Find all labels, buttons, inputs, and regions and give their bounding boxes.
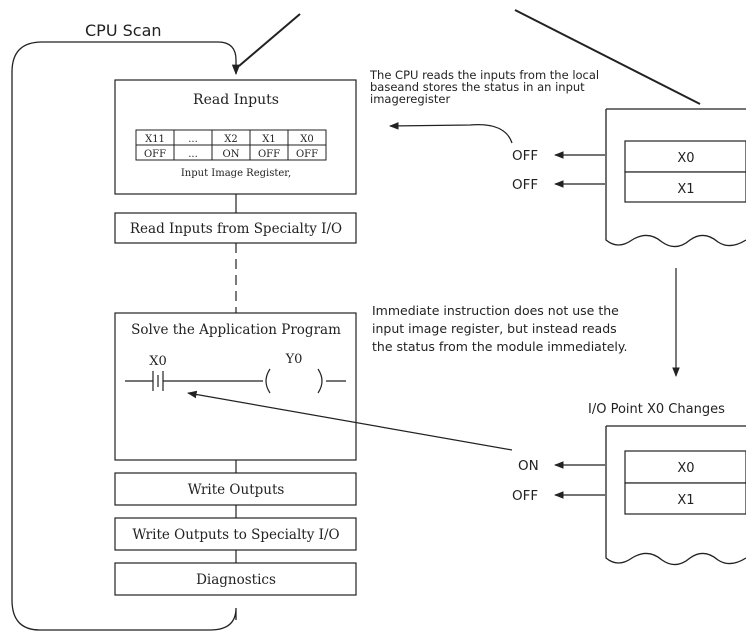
immediate-read-arrow [187, 390, 513, 451]
bottom-module-point: X1 [677, 493, 694, 508]
register-caption: Input Image Register, [181, 168, 291, 179]
register-value: ON [223, 149, 240, 160]
input-image-register [135, 129, 327, 161]
top-module-point: X1 [677, 182, 694, 197]
ladder-rung [125, 368, 346, 394]
write-specialty-label: Write Outputs to Specialty I/O [132, 527, 339, 543]
register-header: X2 [224, 134, 237, 145]
bottom-module-x0-slot [624, 450, 746, 484]
register-value: OFF [258, 149, 280, 160]
read-inputs-title: Read Inputs [193, 92, 279, 108]
top-state: OFF [512, 177, 538, 193]
register-header: ... [188, 134, 198, 145]
top-module-point: X0 [677, 151, 694, 166]
contact-label: X0 [149, 354, 167, 369]
diagnostics-label: Diagnostics [196, 572, 276, 588]
top-state: OFF [512, 148, 538, 164]
bottom-state: ON [518, 458, 539, 474]
cpu-scan-label: CPU Scan [85, 21, 162, 40]
bottom-module-housing [605, 425, 746, 566]
register-header: X11 [145, 134, 165, 145]
immediate-note: Immediate instruction does not use the [372, 303, 619, 318]
diagnostics-box [114, 562, 357, 596]
read-specialty-box [114, 212, 357, 244]
perspective-line-right [514, 9, 701, 105]
read-inputs-box [114, 79, 357, 195]
cpu-reads-note: imageregister [370, 92, 450, 106]
bottom-module-title: I/O Point X0 Changes [588, 402, 725, 417]
register-header: X0 [300, 134, 313, 145]
top-module-housing [605, 108, 746, 248]
immediate-note: the status from the module immediately. [372, 339, 627, 354]
cpu-reads-note: baseand stores the status in an input [370, 80, 585, 94]
top-module-x0-slot [624, 140, 746, 173]
register-value: ... [188, 149, 198, 160]
read-specialty-label: Read Inputs from Specialty I/O [130, 221, 342, 237]
write-outputs-box [114, 472, 357, 506]
register-header: X1 [262, 134, 275, 145]
register-value: OFF [296, 149, 318, 160]
bottom-module-point: X0 [677, 461, 694, 476]
solve-program-box [114, 312, 357, 461]
cpu-reads-arrow [389, 122, 513, 144]
immediate-note: input image register, but instead reads [372, 321, 617, 336]
write-outputs-label: Write Outputs [188, 482, 285, 498]
write-specialty-box [114, 517, 357, 551]
cpu-scan-loop [11, 41, 241, 631]
solve-program-label: Solve the Application Program [131, 322, 341, 338]
coil-label: Y0 [285, 352, 303, 367]
register-value: OFF [144, 149, 166, 160]
bottom-module-x1-slot [624, 482, 746, 515]
perspective-line-left [238, 13, 301, 67]
bottom-state: OFF [512, 488, 538, 504]
cpu-reads-note: The CPU reads the inputs from the local [369, 68, 599, 82]
top-module-x1-slot [624, 171, 746, 203]
